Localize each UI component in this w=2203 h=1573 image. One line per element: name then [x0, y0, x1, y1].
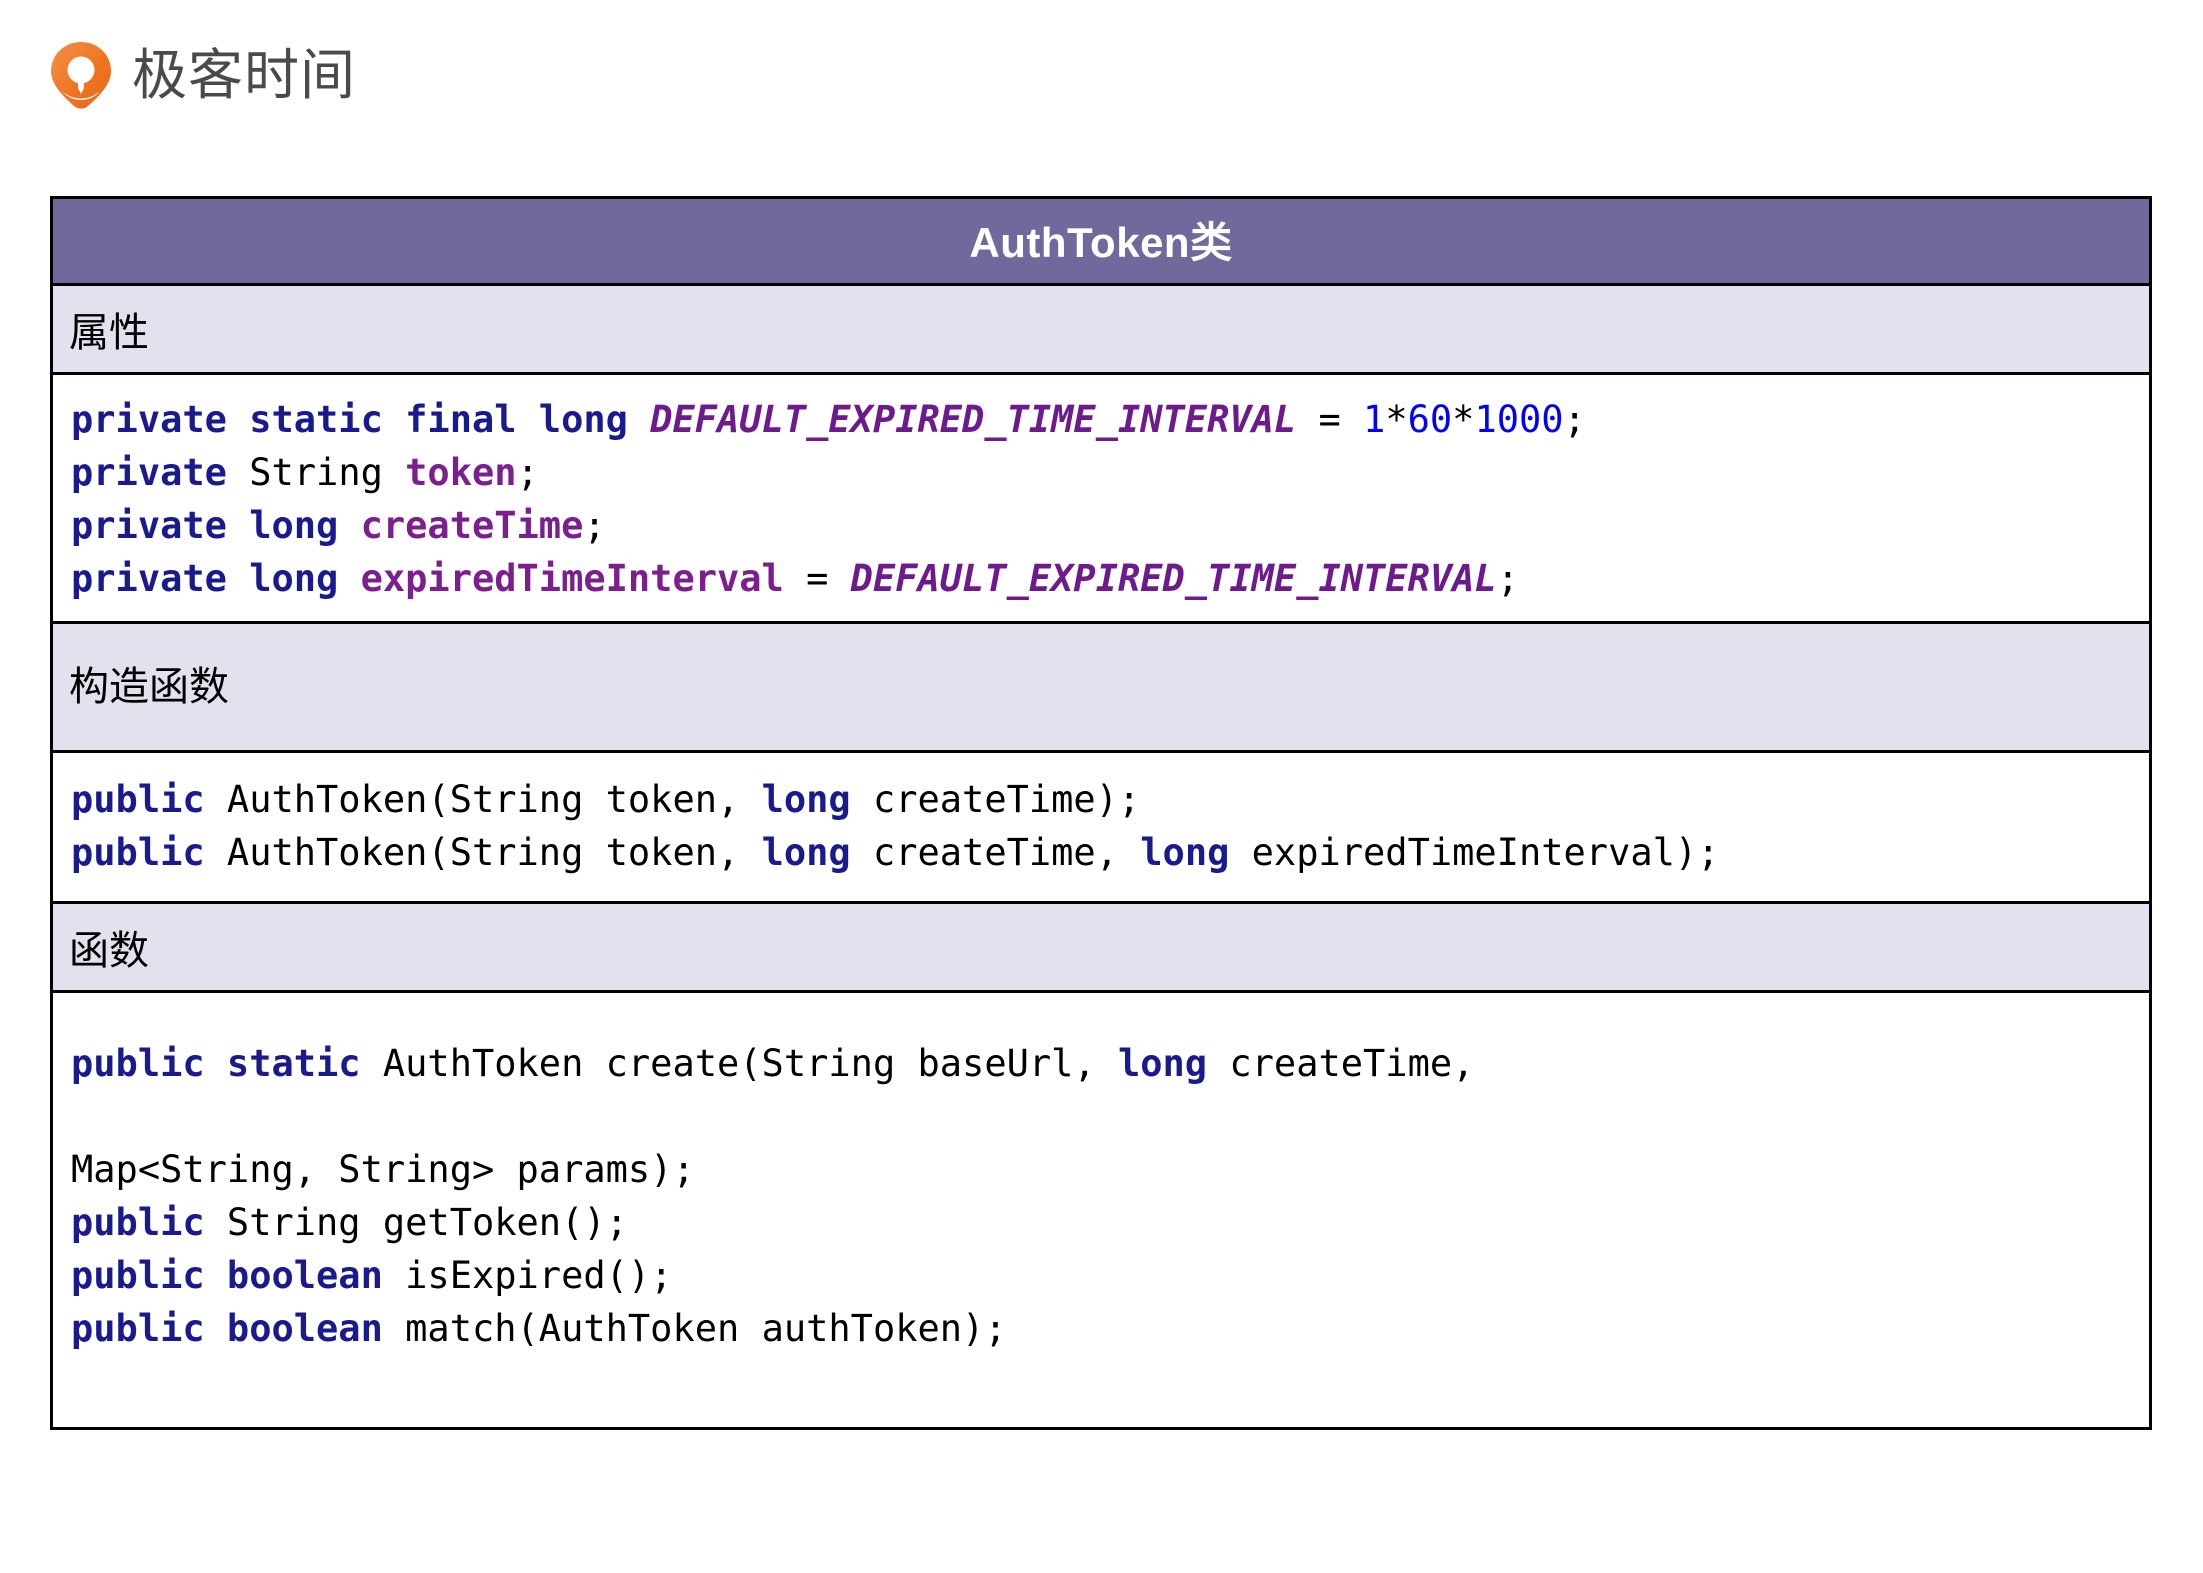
section-header-functions: 函数 [53, 904, 2149, 993]
code-line: public AuthToken(String token, long crea… [71, 773, 2149, 826]
attributes-code-block: private static final long DEFAULT_EXPIRE… [53, 375, 2149, 624]
code-token-plain: * [1452, 398, 1475, 441]
code-line: public AuthToken(String token, long crea… [71, 826, 2149, 879]
code-token-field: expiredTimeInterval [360, 557, 784, 600]
code-token-kw: private long [71, 557, 361, 600]
code-token-plain: = [1296, 398, 1364, 441]
section-header-constructors: 构造函数 [53, 624, 2149, 753]
code-token-num: 1 [1363, 398, 1386, 441]
code-token-num: 1000 [1474, 398, 1564, 441]
code-token-kw: long [761, 831, 851, 874]
code-token-plain: match(AuthToken authToken); [382, 1307, 1007, 1350]
code-token-kw: public boolean [71, 1254, 383, 1297]
code-token-kw: private static final long [71, 398, 651, 441]
code-line: private long createTime; [71, 499, 2149, 552]
code-token-plain: expiredTimeInterval); [1229, 831, 1720, 874]
code-line: private long expiredTimeInterval = DEFAU… [71, 552, 2149, 605]
code-token-plain: String getToken(); [204, 1201, 628, 1244]
code-token-plain: AuthToken(String token, [204, 778, 762, 821]
code-token-field: token [405, 451, 517, 494]
code-token-plain: ; [516, 451, 539, 494]
code-token-plain: createTime, [1207, 1042, 1475, 1085]
code-token-plain: ; [583, 504, 606, 547]
code-token-kw: private long [71, 504, 361, 547]
code-token-plain: createTime, [850, 831, 1141, 874]
code-token-plain: * [1385, 398, 1408, 441]
brand-header: 极客时间 [48, 33, 356, 117]
code-token-field: createTime [360, 504, 584, 547]
code-token-kw: public static [71, 1042, 361, 1085]
code-line: private static final long DEFAULT_EXPIRE… [71, 393, 2149, 446]
code-token-plain: Map<String, String> params); [71, 1148, 695, 1191]
code-token-kw: long [761, 778, 851, 821]
code-token-num: 60 [1407, 398, 1453, 441]
code-line: public boolean isExpired(); [71, 1249, 2149, 1302]
code-token-kw: private [71, 451, 227, 494]
code-token-plain: ; [1496, 557, 1519, 600]
code-line: public static AuthToken create(String ba… [71, 1037, 2149, 1090]
constructors-code-block: public AuthToken(String token, long crea… [53, 753, 2149, 904]
code-line: Map<String, String> params); [71, 1143, 2149, 1196]
code-token-plain: ; [1563, 398, 1586, 441]
code-token-kw: long [1117, 1042, 1208, 1085]
code-line: public String getToken(); [71, 1196, 2149, 1249]
code-token-kw: public [71, 831, 205, 874]
code-token-const: DEFAULT_EXPIRED_TIME_INTERVAL [850, 557, 1497, 600]
code-token-plain: = [783, 557, 851, 600]
code-token-plain: String [226, 451, 406, 494]
code-token-plain: AuthToken create(String baseUrl, [360, 1042, 1118, 1085]
code-token-plain: createTime); [850, 778, 1141, 821]
class-table-title: AuthToken类 [53, 199, 2149, 286]
code-token-plain: AuthToken(String token, [204, 831, 762, 874]
code-token-kw: long [1140, 831, 1230, 874]
code-line: private String token; [71, 446, 2149, 499]
code-token-kw: public [71, 778, 205, 821]
code-token-kw: public [71, 1201, 205, 1244]
code-token-const: DEFAULT_EXPIRED_TIME_INTERVAL [650, 398, 1297, 441]
section-header-attributes: 属性 [53, 286, 2149, 375]
geektime-pin-icon [51, 42, 111, 109]
code-token-plain: isExpired(); [382, 1254, 673, 1297]
code-line: public boolean match(AuthToken authToken… [71, 1302, 2149, 1355]
code-token-kw: public boolean [71, 1307, 383, 1350]
brand-name: 极客时间 [132, 42, 357, 107]
auth-token-class-table: AuthToken类 属性 private static final long … [50, 196, 2152, 1430]
functions-code-block: public static AuthToken create(String ba… [53, 993, 2149, 1427]
code-line [71, 1090, 2149, 1143]
